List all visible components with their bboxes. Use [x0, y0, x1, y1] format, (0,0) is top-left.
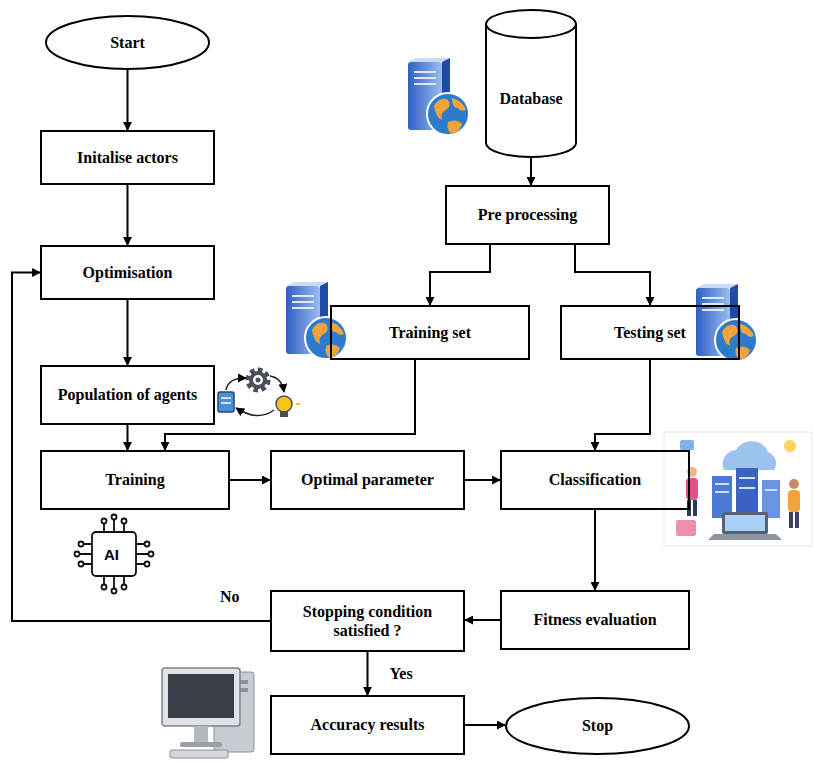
flow-arrow [465, 479, 500, 481]
flow-arrow [465, 619, 500, 621]
node-text: Stopping condition satisfied ? [272, 602, 463, 640]
flow-arrow [594, 510, 596, 590]
process-box: Training [40, 450, 230, 510]
node-text: Stop [576, 716, 619, 735]
cycle-icon [218, 371, 300, 417]
process-box: Initalise actors [40, 130, 215, 185]
process-box: Fitness evaluation [500, 590, 690, 650]
edge-label: No [218, 587, 242, 606]
process-box: Stopping condition satisfied ? [270, 590, 465, 652]
node-text: Database [493, 89, 568, 108]
process-box: Optimisation [40, 245, 215, 300]
flow-arrow [575, 245, 650, 305]
flow-arrow [595, 360, 650, 450]
process-box: Population of agents [40, 365, 215, 425]
ai-chip-icon [75, 515, 154, 594]
database-cylinder: Database [485, 10, 577, 157]
process-box: Optimal parameter [270, 450, 465, 510]
flow-arrow [127, 70, 129, 130]
server-globe-icon [408, 58, 469, 135]
node-text: Population of agents [52, 385, 204, 404]
server-globe-icon [286, 282, 347, 359]
node-text: Optimisation [77, 263, 179, 282]
process-box: Accuracy results [270, 695, 465, 755]
cylinder-outline [485, 10, 577, 157]
process-box: Testing set [560, 305, 740, 360]
flow-arrow [430, 245, 490, 305]
node-text: Start [104, 33, 151, 52]
flow-arrow [530, 157, 532, 185]
terminal-ellipse: Stop [505, 697, 690, 755]
node-text: Initalise actors [71, 148, 184, 167]
process-box: Pre processing [445, 185, 610, 245]
flow-arrow [12, 273, 270, 622]
flow-arrow [127, 300, 129, 365]
server-globe-icon [696, 284, 757, 361]
node-text: Accuracy results [305, 715, 431, 734]
node-text: Training [99, 470, 170, 489]
flow-arrow [165, 360, 415, 450]
computer-icon [162, 668, 254, 758]
process-box: Training set [330, 305, 530, 360]
edge-label: Yes [388, 664, 415, 683]
node-text: Fitness evaluation [527, 610, 662, 629]
flow-arrow [230, 479, 270, 481]
node-text: Classification [543, 470, 647, 489]
flow-arrow [127, 425, 129, 450]
flow-arrow [465, 724, 505, 726]
terminal-ellipse: Start [45, 15, 210, 70]
chip-label: AI [104, 547, 119, 562]
flow-arrow [127, 185, 129, 245]
node-text: Optimal parameter [295, 470, 440, 489]
flow-arrow [367, 652, 369, 695]
node-text: Pre processing [472, 205, 583, 224]
node-text: Training set [383, 323, 477, 342]
process-box: Classification [500, 450, 690, 510]
node-text: Testing set [608, 323, 692, 342]
